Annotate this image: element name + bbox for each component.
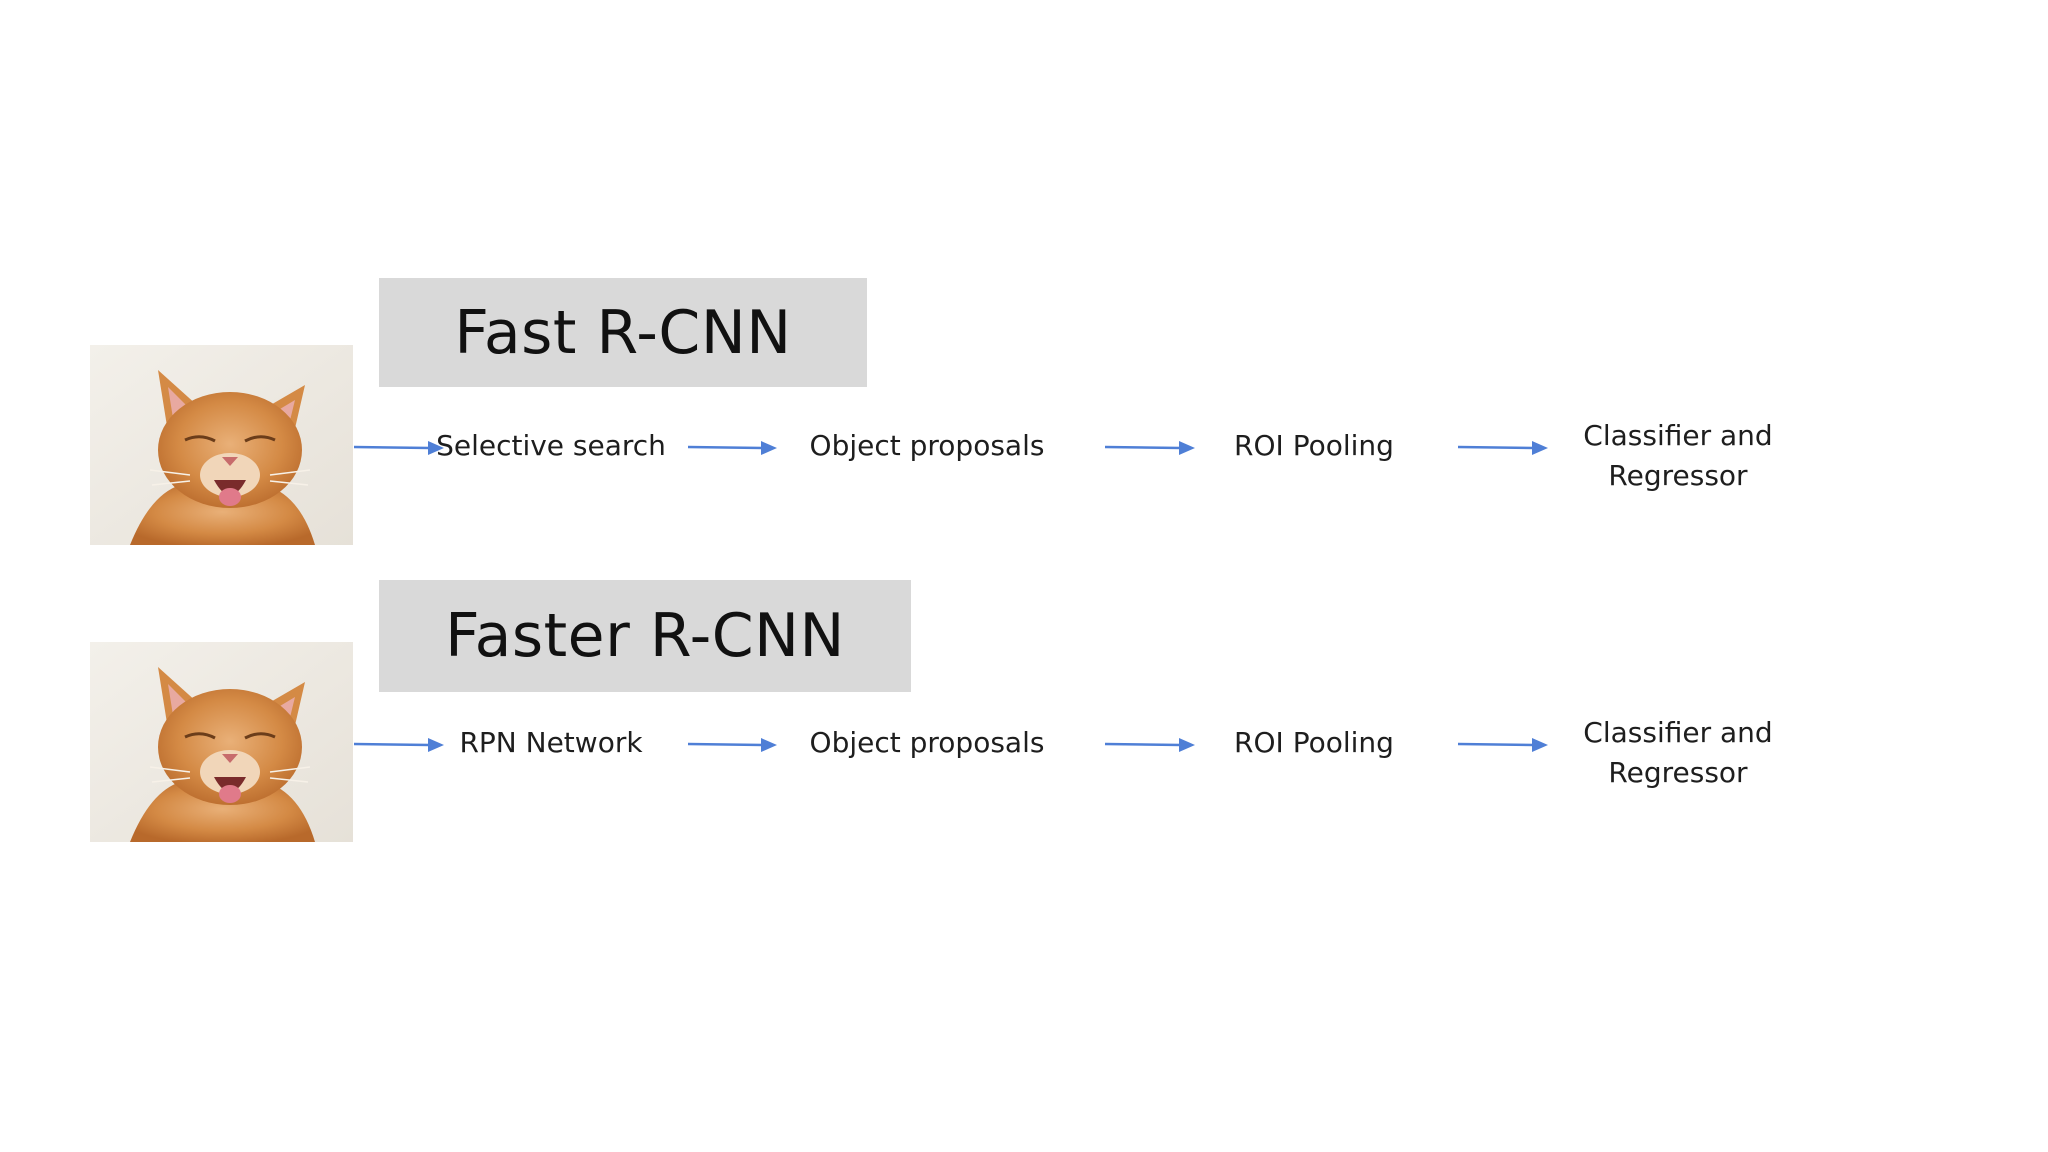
step-rpn-network: RPN Network [459,726,643,759]
step-selective-search: Selective search [436,429,666,462]
cat-photo [90,345,353,545]
cat-photo-svg [90,345,353,545]
step-object-proposals: Object proposals [809,429,1045,462]
step-classifier-regressor: Classifier and Regressor [1583,419,1773,492]
arrow-icon [687,738,777,752]
arrow-icon [353,441,444,455]
faster-rcnn-title: Faster R-CNN [379,580,911,692]
step-classifier-regressor: Classifier and Regressor [1583,716,1773,789]
step-object-proposals: Object proposals [809,726,1045,759]
arrow-icon [1457,441,1548,455]
step-roi-pooling: ROI Pooling [1234,429,1394,462]
arrow-icon [687,441,777,455]
arrow-icon [353,738,444,752]
cat-photo-svg [90,642,353,842]
step-roi-pooling: ROI Pooling [1234,726,1394,759]
arrow-icon [1104,441,1195,455]
arrow-icon [1104,738,1195,752]
arrow-icon [1457,738,1548,752]
cat-photo [90,642,353,842]
fast-rcnn-title: Fast R-CNN [379,278,867,387]
